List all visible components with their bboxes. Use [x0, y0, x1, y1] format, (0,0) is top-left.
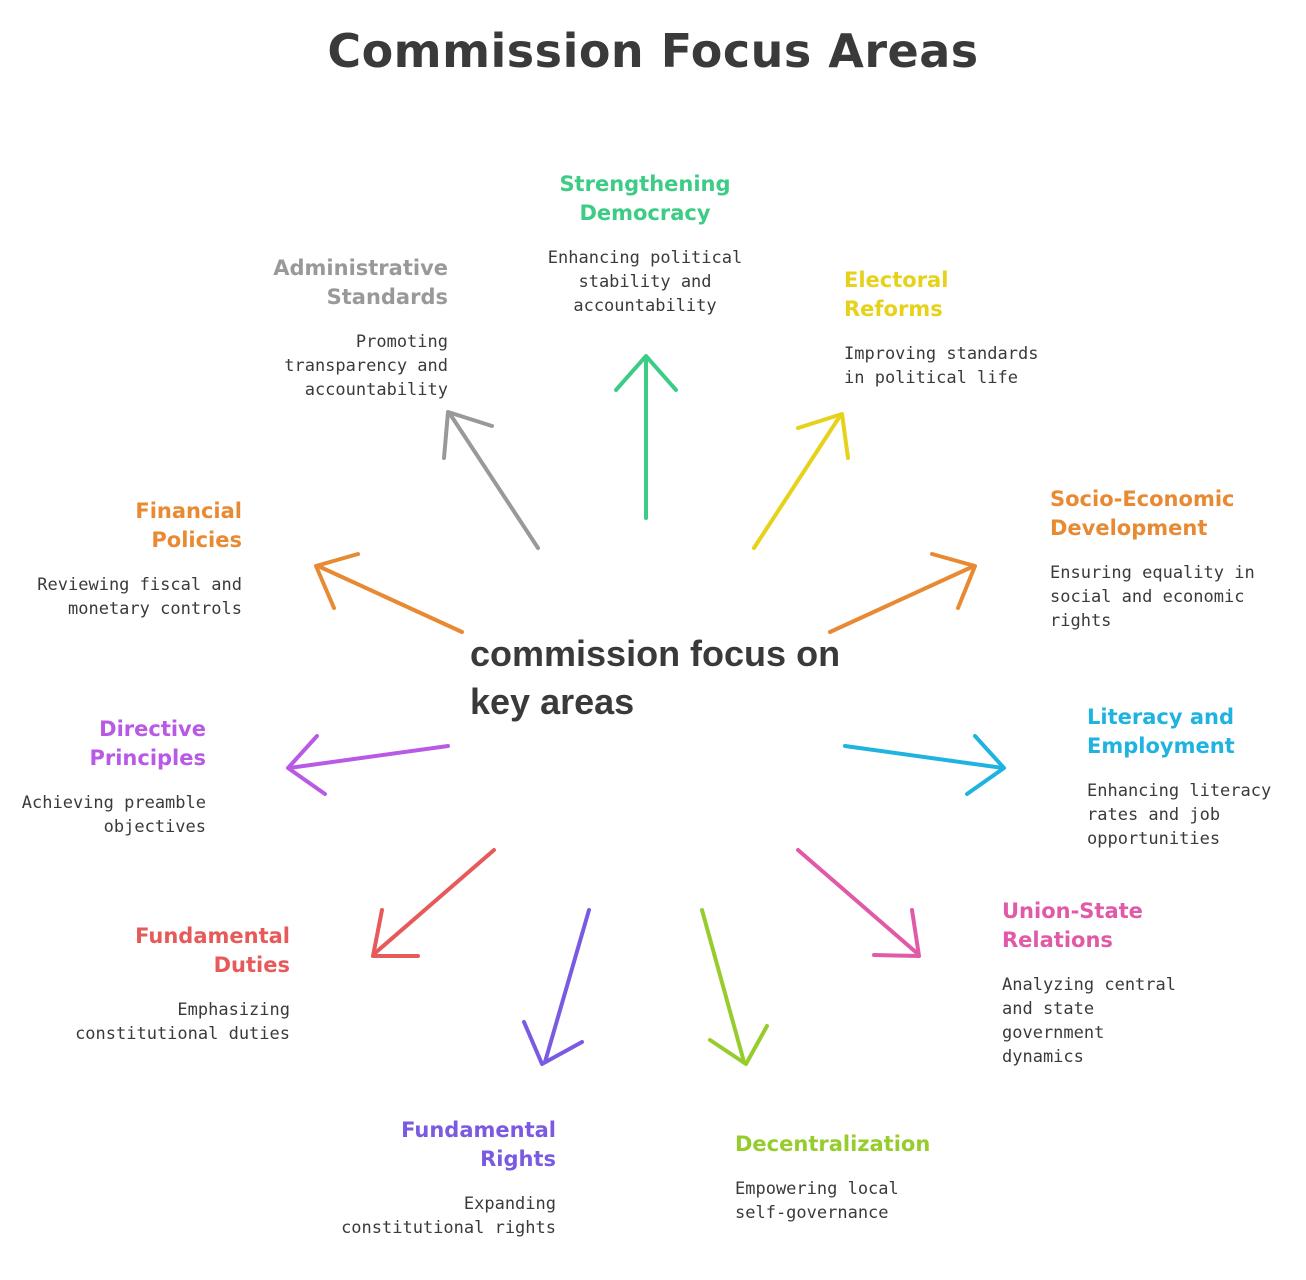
heading-line: Relations	[1002, 928, 1113, 952]
arrow-directive-principles	[286, 734, 450, 796]
node-heading: Administrative Standards	[228, 254, 448, 312]
node-heading: Electoral Reforms	[844, 266, 1084, 324]
node-electoral-reforms: Electoral Reforms Improving standards in…	[844, 266, 1084, 390]
description-line: monetary controls	[68, 599, 242, 619]
node-fundamental-rights: Fundamental Rights Expanding constitutio…	[316, 1116, 556, 1240]
description-line: Enhancing political	[547, 248, 743, 268]
arrow-electoral-reforms	[752, 412, 850, 550]
description-line: Emphasizing	[177, 1000, 290, 1020]
description-line: government	[1002, 1023, 1105, 1043]
node-description: Improving standards in political life	[844, 342, 1084, 390]
node-socio-economic: Socio-Economic Development Ensuring equa…	[1050, 485, 1290, 633]
node-heading: Strengthening Democracy	[530, 170, 760, 228]
description-line: and state	[1002, 999, 1095, 1019]
heading-line: Rights	[480, 1147, 556, 1171]
heading-line: Directive	[99, 717, 206, 741]
arrow-union-state	[796, 848, 921, 958]
node-description: Ensuring equality in social and economic…	[1050, 561, 1290, 633]
heading-line: Electoral	[844, 268, 949, 292]
node-financial-policies: Financial Policies Reviewing fiscal and …	[12, 497, 242, 621]
node-heading: Fundamental Rights	[316, 1116, 556, 1174]
heading-line: Principles	[89, 746, 206, 770]
description-line: Expanding	[463, 1194, 556, 1214]
heading-line: Fundamental	[135, 924, 290, 948]
heading-line: Policies	[151, 528, 242, 552]
node-literacy-employment: Literacy and Employment Enhancing litera…	[1087, 703, 1297, 851]
description-line: rates and job	[1087, 805, 1221, 825]
arrow-fundamental-rights	[522, 908, 591, 1066]
description-line: transparency and	[284, 356, 448, 376]
node-union-state: Union-State Relations Analyzing central …	[1002, 897, 1222, 1069]
heading-line: Financial	[135, 499, 242, 523]
node-description: Empowering local self-governance	[735, 1177, 975, 1225]
description-line: Ensuring equality in	[1050, 563, 1255, 583]
center-label-line2: key areas	[470, 681, 635, 722]
heading-line: Decentralization	[735, 1132, 931, 1156]
node-decentralization: Decentralization Empowering local self-g…	[735, 1130, 975, 1225]
heading-line: Democracy	[579, 201, 711, 225]
node-directive-principles: Directive Principles Achieving preamble …	[6, 715, 206, 839]
heading-line: Duties	[213, 953, 290, 977]
description-line: Analyzing central	[1002, 975, 1176, 995]
node-description: Promoting transparency and accountabilit…	[228, 330, 448, 402]
node-heading: Financial Policies	[12, 497, 242, 555]
node-description: Enhancing literacy rates and job opportu…	[1087, 779, 1297, 851]
description-line: Enhancing literacy	[1087, 781, 1272, 801]
description-line: Achieving preamble	[21, 793, 206, 813]
heading-line: Literacy and	[1087, 705, 1234, 729]
node-description: Enhancing political stability and accoun…	[530, 246, 760, 318]
description-line: Improving standards	[844, 344, 1039, 364]
description-line: constitutional duties	[75, 1024, 290, 1044]
arrow-decentralization	[700, 908, 769, 1066]
arrow-administrative-standards	[442, 410, 540, 550]
arrow-strengthening-democracy	[614, 354, 678, 520]
node-heading: Decentralization	[735, 1130, 975, 1159]
node-heading: Union-State Relations	[1002, 897, 1222, 955]
node-description: Emphasizing constitutional duties	[50, 998, 290, 1046]
description-line: self-governance	[735, 1203, 889, 1223]
node-heading: Fundamental Duties	[50, 922, 290, 980]
heading-line: Employment	[1087, 734, 1235, 758]
center-label: commission focus on key areas	[470, 630, 900, 726]
heading-line: Development	[1050, 516, 1208, 540]
description-line: accountability	[304, 380, 448, 400]
description-line: stability and	[578, 272, 712, 292]
node-description: Reviewing fiscal and monetary controls	[12, 573, 242, 621]
heading-line: Union-State	[1002, 899, 1143, 923]
node-description: Expanding constitutional rights	[316, 1192, 556, 1240]
description-line: Reviewing fiscal and	[37, 575, 242, 595]
description-line: constitutional rights	[341, 1218, 556, 1238]
heading-line: Standards	[326, 285, 448, 309]
arrow-socio-economic	[828, 552, 977, 634]
node-heading: Socio-Economic Development	[1050, 485, 1290, 543]
node-strengthening-democracy: Strengthening Democracy Enhancing politi…	[530, 170, 760, 318]
description-line: rights	[1050, 611, 1112, 631]
heading-line: Administrative	[273, 256, 448, 280]
heading-line: Strengthening	[559, 172, 731, 196]
center-label-line1: commission focus on	[470, 633, 841, 674]
node-administrative-standards: Administrative Standards Promoting trans…	[228, 254, 448, 402]
description-line: objectives	[103, 817, 206, 837]
description-line: accountability	[573, 296, 717, 316]
node-description: Achieving preamble objectives	[6, 791, 206, 839]
node-heading: Literacy and Employment	[1087, 703, 1297, 761]
node-fundamental-duties: Fundamental Duties Emphasizing constitut…	[50, 922, 290, 1046]
heading-line: Reforms	[844, 297, 943, 321]
arrow-fundamental-duties	[371, 848, 496, 958]
description-line: Promoting	[355, 332, 448, 352]
description-line: in political life	[844, 368, 1018, 388]
description-line: dynamics	[1002, 1047, 1084, 1067]
diagram-title: Commission Focus Areas	[327, 24, 979, 78]
heading-line: Socio-Economic	[1050, 487, 1235, 511]
heading-line: Fundamental	[401, 1118, 556, 1142]
description-line: Empowering local	[735, 1179, 899, 1199]
node-description: Analyzing central and state government d…	[1002, 973, 1222, 1069]
arrow-financial-policies	[314, 552, 464, 634]
node-heading: Directive Principles	[6, 715, 206, 773]
arrow-literacy	[843, 734, 1006, 796]
description-line: social and economic	[1050, 587, 1245, 607]
description-line: opportunities	[1087, 829, 1221, 849]
